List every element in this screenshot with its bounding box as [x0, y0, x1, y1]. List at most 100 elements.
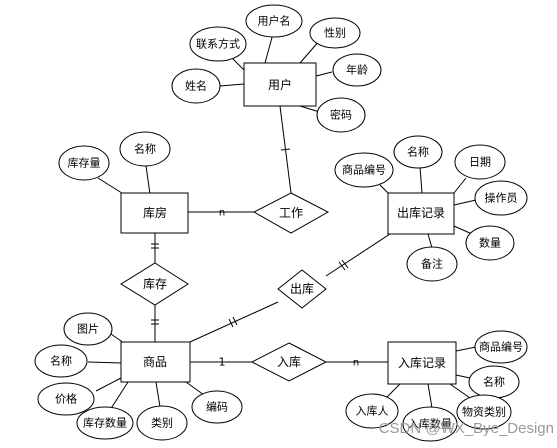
attr-user-contact [189, 26, 247, 62]
entities [120, 62, 457, 385]
line-out-date [453, 177, 467, 194]
line-goods-code [185, 381, 205, 396]
attr-goods-code [191, 390, 243, 424]
line-goods-stockqty [109, 381, 129, 411]
attr-out-name [393, 135, 443, 169]
label-in-name: 名称 [483, 375, 505, 389]
line-goods-name [87, 361, 122, 364]
relationships [120, 192, 330, 382]
attr-in-quantity [402, 406, 458, 442]
label-user-gender: 性别 [324, 26, 346, 40]
label-warehouse-name: 名称 [134, 142, 156, 156]
label-goods-category: 类别 [151, 416, 173, 430]
label-out-operator: 操作员 [485, 191, 518, 205]
label-out-name: 名称 [407, 145, 429, 159]
line-out-name [419, 166, 423, 194]
label-entity-warehouse: 库房 [143, 205, 167, 220]
attr-user-age [332, 53, 382, 87]
label-relation-stock: 库存 [143, 276, 167, 291]
relation-inbound [250, 342, 328, 382]
relation-outbound [277, 269, 327, 309]
attr-goods-name [34, 344, 88, 378]
attr-warehouse-stockqty [58, 145, 110, 181]
line-in-goodscode [455, 346, 477, 352]
label-goods-stockqty: 库存数量 [83, 416, 127, 430]
entity-goods [120, 341, 191, 383]
label-in-quantity: 入库数量 [408, 418, 452, 431]
attr-user-name [171, 68, 221, 104]
label-user-name: 姓名 [185, 79, 207, 93]
attr-out-date [454, 144, 506, 180]
attr-goods-price [37, 382, 95, 416]
line-user-gender [299, 39, 321, 64]
label-goods-image: 图片 [77, 323, 99, 336]
label-out-remark: 备注 [421, 257, 443, 271]
labels: 用户 库房 出库记录 商品 入库记录 工作 库存 出库 入库 联系方式 用户名 … [50, 14, 523, 431]
cardinality-warehouse-work: n [219, 208, 225, 219]
attr-in-goodscode [474, 330, 528, 364]
attr-in-materialtype [456, 394, 512, 430]
connector-lines [87, 29, 477, 411]
tick-user-work [280, 148, 291, 151]
label-user-age: 年龄 [346, 63, 368, 77]
cardinality-goods-inbound: 1 [219, 356, 226, 369]
attr-user-gender [309, 17, 361, 49]
line-tick-marks [151, 148, 349, 328]
entity-inbound-record [387, 341, 457, 385]
line-in-name [455, 374, 471, 379]
line-out-operator [453, 199, 477, 206]
label-out-date: 日期 [469, 156, 491, 169]
label-entity-outbound-record: 出库记录 [397, 205, 445, 220]
line-user-age [315, 71, 333, 77]
attr-out-operator [474, 180, 528, 216]
attr-out-goodscode [334, 152, 394, 188]
line-in-person [385, 383, 401, 399]
label-user-username: 用户名 [258, 14, 291, 28]
attr-out-quantity [465, 225, 515, 261]
label-entity-user: 用户 [268, 77, 292, 92]
attr-in-person [345, 393, 399, 429]
tick-goods-outbound-b [232, 316, 238, 326]
label-in-goodscode: 商品编号 [479, 340, 523, 354]
line-warehouse-name [145, 165, 151, 195]
label-goods-price: 价格 [55, 392, 77, 406]
label-in-materialtype: 物资类别 [462, 405, 506, 419]
watermark-text: CSDN @WX_Bye_Design [378, 420, 554, 437]
relation-work [252, 192, 330, 234]
line-out-remark [427, 233, 433, 249]
line-out-quantity [453, 225, 473, 235]
entity-outbound-record [387, 192, 455, 235]
label-in-person: 入库人 [356, 405, 389, 418]
entity-warehouse [120, 192, 189, 234]
line-goods-category [155, 381, 161, 408]
entity-user [243, 62, 317, 107]
line-user-name [219, 83, 245, 87]
cardinality-inbound-record: n [353, 358, 359, 369]
line-in-materialtype [449, 383, 471, 399]
label-warehouse-stockqty: 库存量 [68, 156, 101, 170]
line-in-quantity [427, 383, 433, 409]
label-user-password: 密码 [330, 108, 352, 122]
label-out-quantity: 数量 [479, 237, 501, 250]
attr-warehouse-name [119, 131, 171, 167]
tick-outbound-record-b [341, 259, 349, 269]
label-goods-name: 名称 [50, 354, 72, 368]
attr-goods-category [136, 405, 188, 441]
label-relation-inbound: 入库 [277, 354, 301, 369]
attr-goods-image [63, 312, 113, 346]
line-warehouse-stockqty [97, 177, 126, 196]
line-goods-price [95, 377, 122, 392]
label-relation-outbound: 出库 [290, 281, 314, 296]
label-entity-goods: 商品 [143, 354, 167, 369]
tick-outbound-record-a [338, 261, 346, 271]
label-goods-code: 编码 [206, 400, 228, 414]
line-goods-outbound [189, 301, 279, 343]
tick-goods-outbound-a [228, 318, 234, 328]
attr-goods-stockqty [76, 406, 134, 440]
label-relation-work: 工作 [279, 206, 303, 220]
label-entity-inbound-record: 入库记录 [398, 355, 446, 370]
attributes [34, 4, 528, 442]
label-user-contact: 联系方式 [196, 37, 240, 51]
